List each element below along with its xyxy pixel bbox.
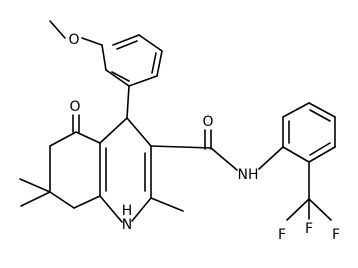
bond-c7-c8 [49, 191, 75, 209]
bond-c-f-left [286, 198, 310, 221]
atom-f-right: F [332, 227, 340, 243]
bond-tfm-2 [282, 102, 310, 118]
bond-anisyl-4 [156, 50, 163, 77]
bond-anisyl-1 [101, 44, 107, 71]
bond-tfm-5 [308, 146, 336, 163]
atom-f-left: F [278, 227, 286, 243]
bond-n1-c8a [99, 195, 123, 223]
bond-c3-carbonyl [150, 145, 212, 149]
bond-tfm-3-inner [309, 109, 331, 122]
atom-h-ring: H [122, 203, 133, 219]
bond-c7-methyl-b [20, 191, 51, 207]
atom-n-ring: N [122, 217, 132, 233]
bond-c4a-c5 [75, 131, 101, 144]
atom-nh-amide: NH [238, 167, 259, 183]
bond-carbonyl-n [210, 147, 238, 171]
bond-anisyl-2-inner [111, 71, 130, 82]
atom-o-amide: O [202, 114, 213, 130]
bond-c2-methyl [150, 197, 184, 212]
bond-c-f-right [308, 198, 332, 221]
bond-n-aryl [258, 146, 284, 170]
bond-anisyl-5 [138, 34, 163, 52]
bond-c4-c3 [126, 117, 152, 147]
bond-c5-c6 [49, 131, 77, 147]
bond-c7-methyl-a [19, 178, 51, 193]
atom-o-ketone: O [69, 99, 80, 115]
bond-tfm-3 [308, 102, 336, 118]
bonds [19, 20, 336, 223]
bond-tfm-5-inner [309, 142, 331, 156]
bond-anisyl-3 [128, 75, 158, 87]
bond-anisyl-6-inner [116, 40, 138, 50]
bond-anisyl-6 [112, 34, 140, 46]
atom-o-methoxy: O [68, 32, 79, 48]
bond-c8-c8a [73, 195, 101, 209]
atom-f-top: F [305, 221, 313, 237]
atom-labels: O O O NH H N F F F [68, 32, 340, 243]
bond-anisyl-2 [105, 69, 130, 87]
bond-c2-n1 [131, 197, 152, 222]
bond-methyl-o [49, 20, 66, 39]
bond-anisyl-4-inner [151, 52, 157, 74]
bond-o-anisyl [81, 37, 103, 46]
bond-aryl-c4 [126, 85, 130, 119]
bond-c4-c4a [99, 117, 128, 144]
bond-tfm-6 [282, 146, 310, 163]
